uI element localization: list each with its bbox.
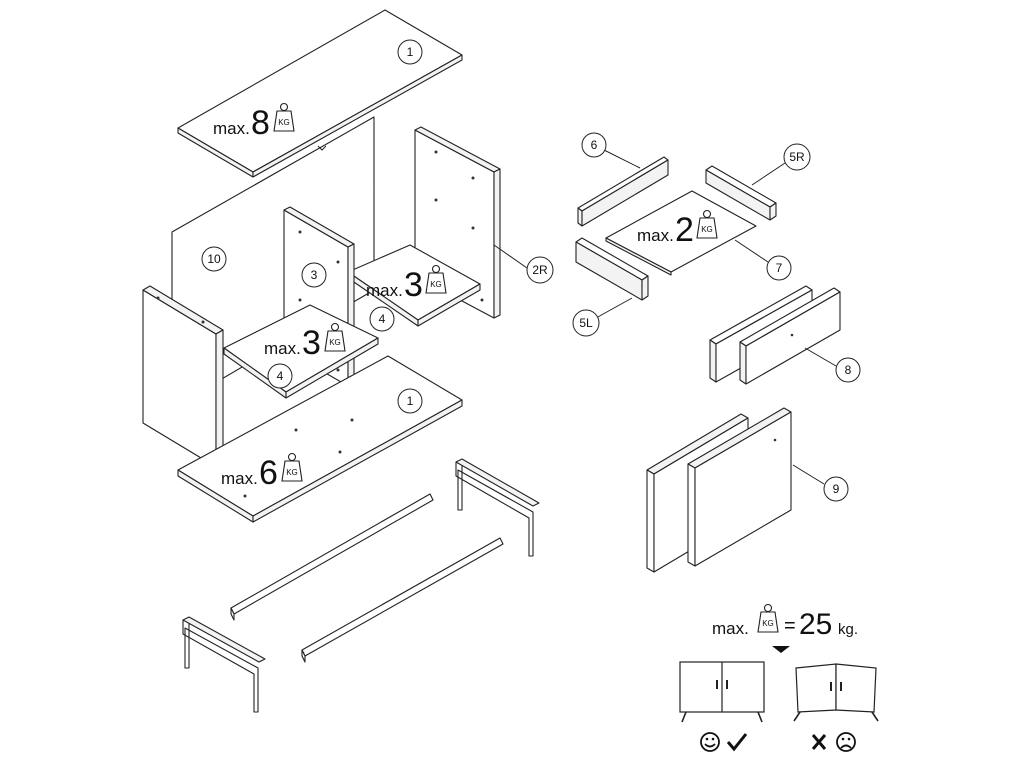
svg-text:5L: 5L bbox=[579, 316, 593, 330]
weight-kg-icon: KG bbox=[425, 264, 447, 294]
callout-top-panel: 1 bbox=[397, 39, 423, 65]
weight-kg-icon: KG bbox=[696, 209, 718, 239]
svg-text:max.: max. bbox=[264, 339, 301, 358]
svg-text:8: 8 bbox=[845, 363, 852, 377]
svg-text:max.: max. bbox=[221, 469, 258, 488]
svg-text:max.: max. bbox=[213, 119, 250, 138]
down-triangle-icon bbox=[772, 646, 790, 653]
svg-text:4: 4 bbox=[277, 369, 284, 383]
cabinet-incorrect bbox=[793, 663, 879, 722]
load-label-shelf-right: max. 3 KG bbox=[366, 264, 447, 304]
svg-text:KG: KG bbox=[430, 280, 442, 289]
svg-text:=: = bbox=[784, 615, 796, 637]
load-label-bottom: max. 6 KG bbox=[221, 452, 303, 492]
svg-text:2: 2 bbox=[675, 211, 694, 249]
drawer-fronts bbox=[709, 285, 841, 385]
svg-text:4: 4 bbox=[379, 312, 386, 326]
svg-text:KG: KG bbox=[286, 468, 298, 477]
cross-frowny-icon bbox=[811, 732, 856, 752]
leg-frame bbox=[182, 458, 540, 713]
bottom-panel bbox=[177, 355, 463, 523]
total-load-legend: max. KG = 25 kg. bbox=[712, 603, 858, 653]
svg-text:1: 1 bbox=[407, 394, 414, 408]
callout-shelf-right: 4 bbox=[369, 306, 395, 332]
load-label-top: max. 8 KG bbox=[213, 102, 295, 142]
callout-drawer-side-left: 5L bbox=[572, 309, 600, 337]
shelf-left bbox=[223, 304, 379, 399]
svg-text:3: 3 bbox=[311, 268, 318, 282]
svg-text:3: 3 bbox=[404, 266, 423, 304]
svg-text:8: 8 bbox=[251, 104, 270, 142]
left-side-panel bbox=[142, 285, 224, 468]
callout-drawer-bottom: 7 bbox=[766, 255, 792, 281]
svg-text:6: 6 bbox=[259, 454, 278, 492]
drawer-back bbox=[577, 156, 669, 227]
cabinet-correct bbox=[679, 661, 765, 723]
callout-doors: 9 bbox=[823, 476, 849, 502]
doors bbox=[646, 407, 792, 573]
svg-text:2R: 2R bbox=[532, 263, 548, 277]
svg-text:max.: max. bbox=[637, 226, 674, 245]
svg-text:10: 10 bbox=[207, 252, 221, 266]
callout-right-side: 2R bbox=[526, 256, 554, 284]
svg-text:KG: KG bbox=[762, 619, 774, 628]
callout-shelf-left: 4 bbox=[267, 363, 293, 389]
svg-text:3: 3 bbox=[302, 324, 321, 362]
svg-text:max.: max. bbox=[366, 281, 403, 300]
drawer-side-left bbox=[575, 237, 649, 301]
callout-drawer-side-right: 5R bbox=[783, 143, 811, 171]
drawer-side-right bbox=[705, 165, 777, 221]
callout-back-panel: 10 bbox=[201, 246, 227, 272]
callout-drawer-fronts: 8 bbox=[835, 357, 861, 383]
svg-text:KG: KG bbox=[329, 338, 341, 347]
weight-kg-icon: KG bbox=[757, 603, 779, 633]
weight-kg-icon: KG bbox=[324, 322, 346, 352]
load-label-shelf-left: max. 3 KG bbox=[264, 322, 346, 362]
svg-text:KG: KG bbox=[701, 225, 713, 234]
callout-bottom-panel: 1 bbox=[397, 388, 423, 414]
svg-text:25: 25 bbox=[799, 608, 832, 641]
svg-text:5R: 5R bbox=[789, 150, 805, 164]
top-panel bbox=[177, 9, 463, 178]
weight-kg-icon: KG bbox=[281, 452, 303, 482]
svg-text:7: 7 bbox=[776, 261, 783, 275]
shelf-right bbox=[347, 244, 481, 327]
svg-text:1: 1 bbox=[407, 45, 414, 59]
callout-drawer-back: 6 bbox=[581, 132, 607, 158]
callout-divider: 3 bbox=[301, 262, 327, 288]
svg-text:9: 9 bbox=[833, 482, 840, 496]
svg-text:6: 6 bbox=[591, 138, 598, 152]
svg-text:max.: max. bbox=[712, 619, 749, 638]
svg-text:KG: KG bbox=[278, 118, 290, 127]
svg-text:kg.: kg. bbox=[838, 621, 858, 638]
smiley-check-icon bbox=[700, 732, 748, 752]
load-label-drawer: max. 2 KG bbox=[637, 209, 718, 249]
weight-kg-icon: KG bbox=[273, 102, 295, 132]
drawer-bottom bbox=[605, 190, 757, 276]
